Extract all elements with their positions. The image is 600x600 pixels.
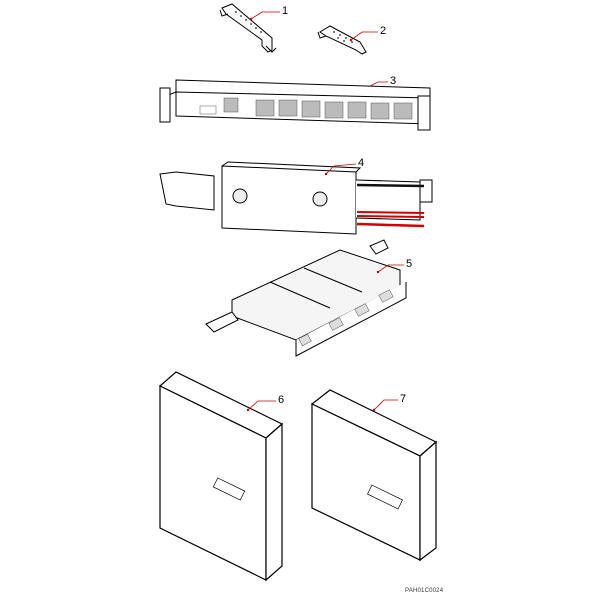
label-2: 2 <box>380 25 387 37</box>
label-4: 4 <box>358 157 365 169</box>
rack-box-4 <box>159 161 433 235</box>
bracket-1 <box>219 3 277 53</box>
label-6: 6 <box>278 394 285 406</box>
label-1: 1 <box>282 5 289 17</box>
callout-4 <box>324 163 357 176</box>
enclosure-7 <box>310 389 438 562</box>
callout-3 <box>369 81 388 87</box>
bracket-2 <box>317 25 367 55</box>
callout-1 <box>249 11 280 21</box>
callout-6 <box>246 400 276 412</box>
label-7: 7 <box>400 393 407 405</box>
rack-unit-3 <box>159 79 431 131</box>
module-5 <box>205 239 407 357</box>
callout-5 <box>376 264 404 274</box>
callout-7 <box>372 399 398 412</box>
enclosure-6 <box>158 371 284 582</box>
callout-2 <box>349 31 378 42</box>
label-5: 5 <box>406 258 413 270</box>
label-3: 3 <box>390 75 397 87</box>
drawing-code: PAH01C0024 <box>405 588 444 594</box>
